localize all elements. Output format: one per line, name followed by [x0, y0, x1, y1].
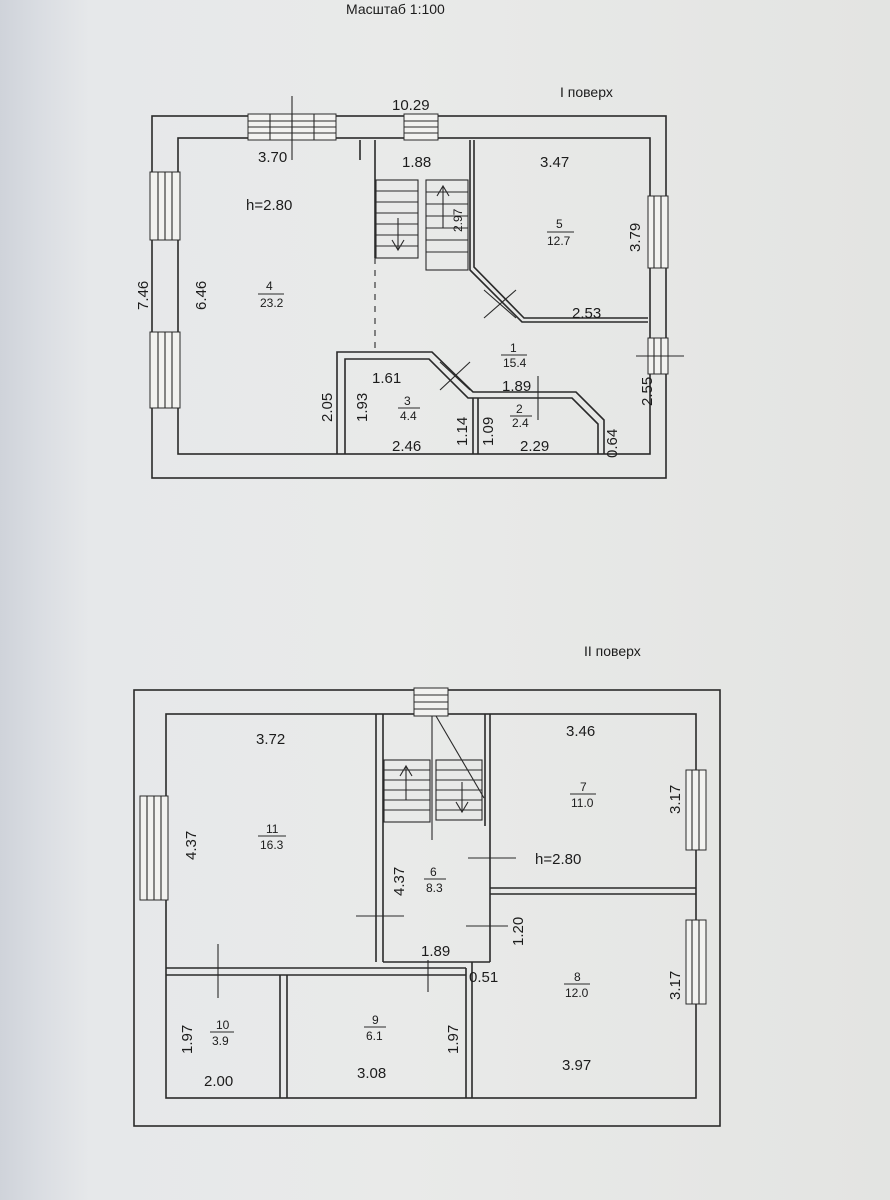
room-6-area: 8.3: [426, 881, 443, 895]
dim-r6-depth: 4.37: [391, 867, 408, 896]
dim-r9-depth: 1.97: [445, 1025, 462, 1054]
dim-r11-width: 3.72: [256, 731, 285, 748]
dim-r7-width: 3.46: [566, 723, 595, 740]
dim-r2-right: 0.64: [604, 429, 621, 458]
dim-r5-bottom: 2.53: [572, 305, 601, 322]
dim-r10-depth: 1.97: [179, 1025, 196, 1054]
floor-2-plan: II поверх: [133, 643, 721, 1127]
dim-r8-gap: 1.20: [510, 917, 527, 946]
room-5-area: 12.7: [547, 234, 571, 248]
room-3-area: 4.4: [400, 409, 417, 423]
dim-stair-length: 2.97: [451, 208, 465, 232]
dim-r3-right: 1.14: [454, 417, 471, 446]
dim-r4-width: 3.70: [258, 149, 287, 166]
dim-r7-depth: 3.17: [667, 785, 684, 814]
floor-2-windows: [139, 687, 707, 1005]
dim-r8-width: 3.97: [562, 1057, 591, 1074]
dim-r8-depth: 3.17: [667, 971, 684, 1000]
room-1-number: 1: [510, 341, 517, 355]
ceiling-height-2: h=2.80: [535, 851, 581, 868]
dim-r3-outer: 2.05: [319, 393, 336, 422]
floor-1-partitions: [336, 140, 648, 454]
dim-r6-width: 1.89: [421, 943, 450, 960]
floor-2-stairs: [383, 715, 485, 840]
floor-1-inner-wall: [177, 137, 651, 455]
dim-r8-door: 0.51: [469, 969, 498, 986]
floor-2-inner-wall: [165, 713, 697, 1099]
floor-2-title: II поверх: [584, 643, 641, 659]
dim-r2-bottom: 2.29: [520, 438, 549, 455]
floor-1-windows: [149, 96, 684, 409]
room-11-area: 16.3: [260, 838, 284, 852]
room-2-number: 2: [516, 402, 523, 416]
room-9-area: 6.1: [366, 1029, 383, 1043]
room-10-area: 3.9: [212, 1034, 229, 1048]
dim-r11-depth: 4.37: [183, 831, 200, 860]
room-8-area: 12.0: [565, 986, 589, 1000]
dim-overall-depth: 7.46: [135, 281, 152, 310]
dim-r3-top: 1.61: [372, 370, 401, 387]
room-2-area: 2.4: [512, 416, 529, 430]
dim-r3-depth: 1.93: [354, 393, 371, 422]
room-7-number: 7: [580, 780, 587, 794]
dim-r2-left: 1.09: [480, 417, 497, 446]
floor-2-partitions: [166, 714, 696, 1098]
dim-r5-width: 3.47: [540, 154, 569, 171]
room-8-number: 8: [574, 970, 581, 984]
dim-r3-bottom: 2.46: [392, 438, 421, 455]
room-7-area: 11.0: [571, 796, 594, 810]
room-6-number: 6: [430, 865, 437, 879]
room-10-number: 10: [216, 1018, 230, 1032]
dim-r10-width: 2.00: [204, 1073, 233, 1090]
room-11-number: 11: [266, 822, 279, 836]
room-4-number: 4: [266, 279, 273, 293]
room-9-number: 9: [372, 1013, 379, 1027]
dim-hall-depth: 2.55: [639, 377, 656, 406]
room-3-number: 3: [404, 394, 411, 408]
room-5-number: 5: [556, 217, 563, 231]
floor-1-stairs: [375, 179, 469, 271]
dim-stair-width: 1.88: [402, 154, 431, 171]
dim-r9-width: 3.08: [357, 1065, 386, 1082]
dim-r5-depth: 3.79: [627, 223, 644, 252]
ceiling-height-1: h=2.80: [246, 197, 292, 214]
scale-label: Масштаб 1:100: [346, 1, 445, 17]
floor-1-plan: I поверх: [135, 84, 684, 479]
dim-r2-top: 1.89: [502, 378, 531, 395]
room-4-area: 23.2: [260, 296, 284, 310]
dim-r4-depth: 6.46: [193, 281, 210, 310]
room-1-area: 15.4: [503, 356, 527, 370]
dim-overall-width: 10.29: [392, 97, 430, 114]
floor-2-outer-wall: [133, 689, 721, 1127]
floor-1-title: I поверх: [560, 84, 613, 100]
